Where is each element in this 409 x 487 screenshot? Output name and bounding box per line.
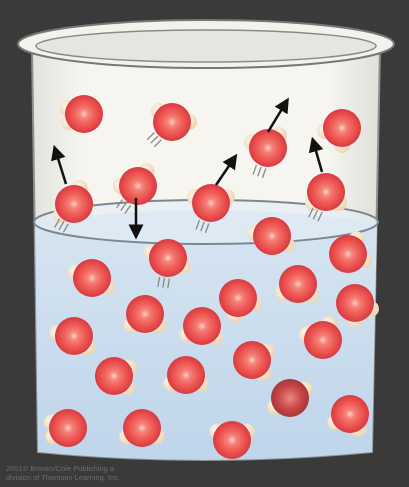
oxygen-atom <box>323 109 361 147</box>
oxygen-atom <box>123 409 161 447</box>
copyright-notice: 2001© Brooks/Cole Publishing a division … <box>6 464 176 482</box>
oxygen-atom <box>233 341 271 379</box>
oxygen-atom <box>307 173 345 211</box>
oxygen-atom <box>73 259 111 297</box>
oxygen-atom <box>149 239 187 277</box>
oxygen-atom <box>167 356 205 394</box>
water-molecule <box>60 95 103 133</box>
copyright-line-2: division of Thomson Learning, Inc. <box>6 473 176 482</box>
oxygen-atom <box>126 295 164 333</box>
oxygen-atom <box>253 217 291 255</box>
oxygen-atom <box>55 185 93 223</box>
copyright-line-1: 2001© Brooks/Cole Publishing a <box>6 464 176 473</box>
oxygen-atom <box>55 317 93 355</box>
oxygen-atom <box>183 307 221 345</box>
oxygen-atom <box>153 103 191 141</box>
oxygen-atom <box>279 265 317 303</box>
oxygen-atom <box>192 184 230 222</box>
oxygen-atom <box>95 357 133 395</box>
oxygen-atom <box>249 129 287 167</box>
beaker-rim-inner <box>36 30 376 62</box>
water-molecule <box>95 357 137 395</box>
oxygen-atom <box>49 409 87 447</box>
oxygen-atom <box>331 395 369 433</box>
oxygen-atom <box>271 379 309 417</box>
oxygen-atom <box>213 421 251 459</box>
oxygen-atom <box>65 95 103 133</box>
oxygen-atom <box>329 235 367 273</box>
oxygen-atom <box>119 167 157 205</box>
oxygen-atom <box>219 279 257 317</box>
oxygen-atom <box>336 284 374 322</box>
water-molecule <box>44 409 87 447</box>
oxygen-atom <box>304 321 342 359</box>
